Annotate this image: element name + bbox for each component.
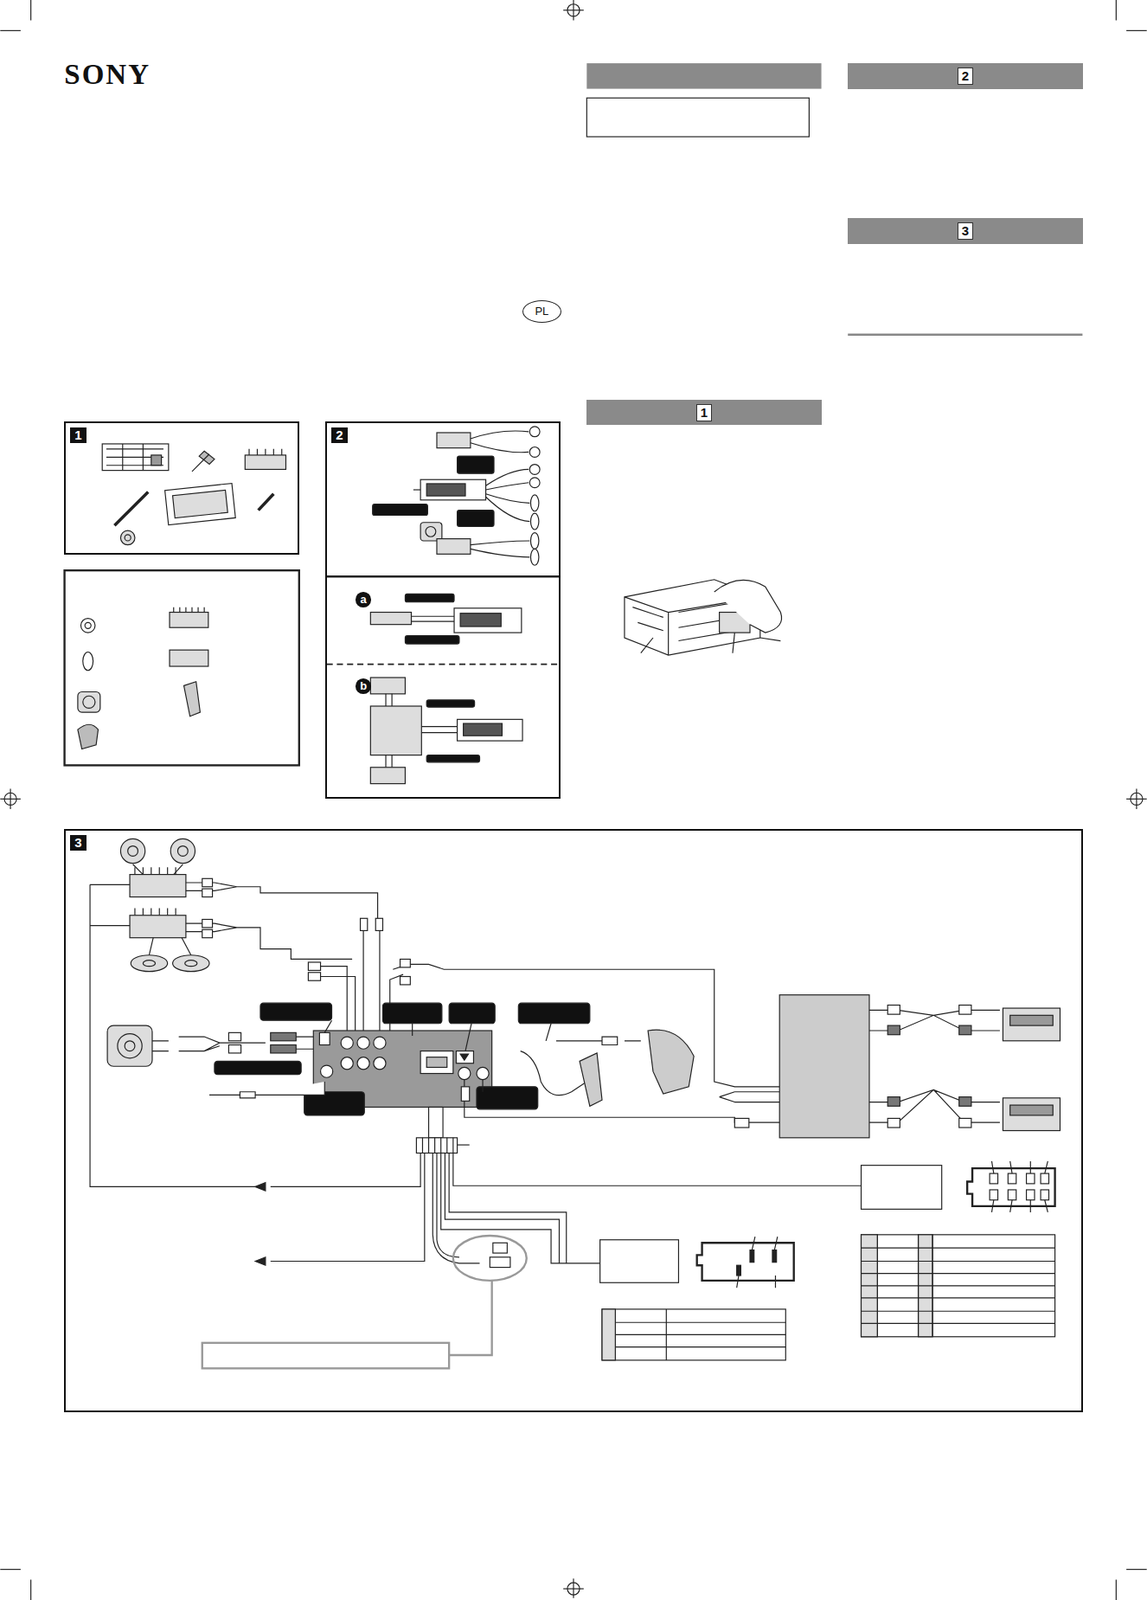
section-header: 3: [847, 217, 1083, 244]
section-header: 2: [847, 63, 1083, 89]
brand-logo: SONY: [64, 58, 151, 91]
figure-panel: 2 a b: [325, 421, 560, 798]
symbol-box: [64, 570, 300, 765]
section-number: a: [360, 593, 367, 606]
step-marker: a: [355, 591, 372, 608]
connection-diagram: [89, 838, 1060, 1368]
figure-number: 3: [70, 834, 86, 851]
system-example-figure: [326, 426, 560, 784]
supplied-parts: [102, 443, 286, 545]
step-marker: b: [355, 678, 372, 694]
figure-number: 2: [331, 427, 347, 443]
pin-table: [602, 1234, 1056, 1360]
section-header: 1: [586, 399, 821, 424]
rule-line: [847, 333, 1083, 336]
figure-panel: 1: [64, 421, 299, 554]
section-number: 2: [957, 67, 974, 85]
figure-panel: 3: [64, 828, 1083, 1412]
figure-number: 1: [70, 427, 86, 443]
note-box: [586, 97, 809, 137]
section-number: PL: [534, 304, 549, 318]
mounting-sleeve-figure: [624, 579, 782, 655]
header-bar: [586, 63, 821, 89]
section-number: 1: [696, 403, 712, 422]
language-badge: PL: [522, 300, 562, 323]
section-number: b: [359, 679, 367, 693]
symbol-icons: [77, 607, 209, 750]
section-number: 3: [957, 222, 974, 240]
